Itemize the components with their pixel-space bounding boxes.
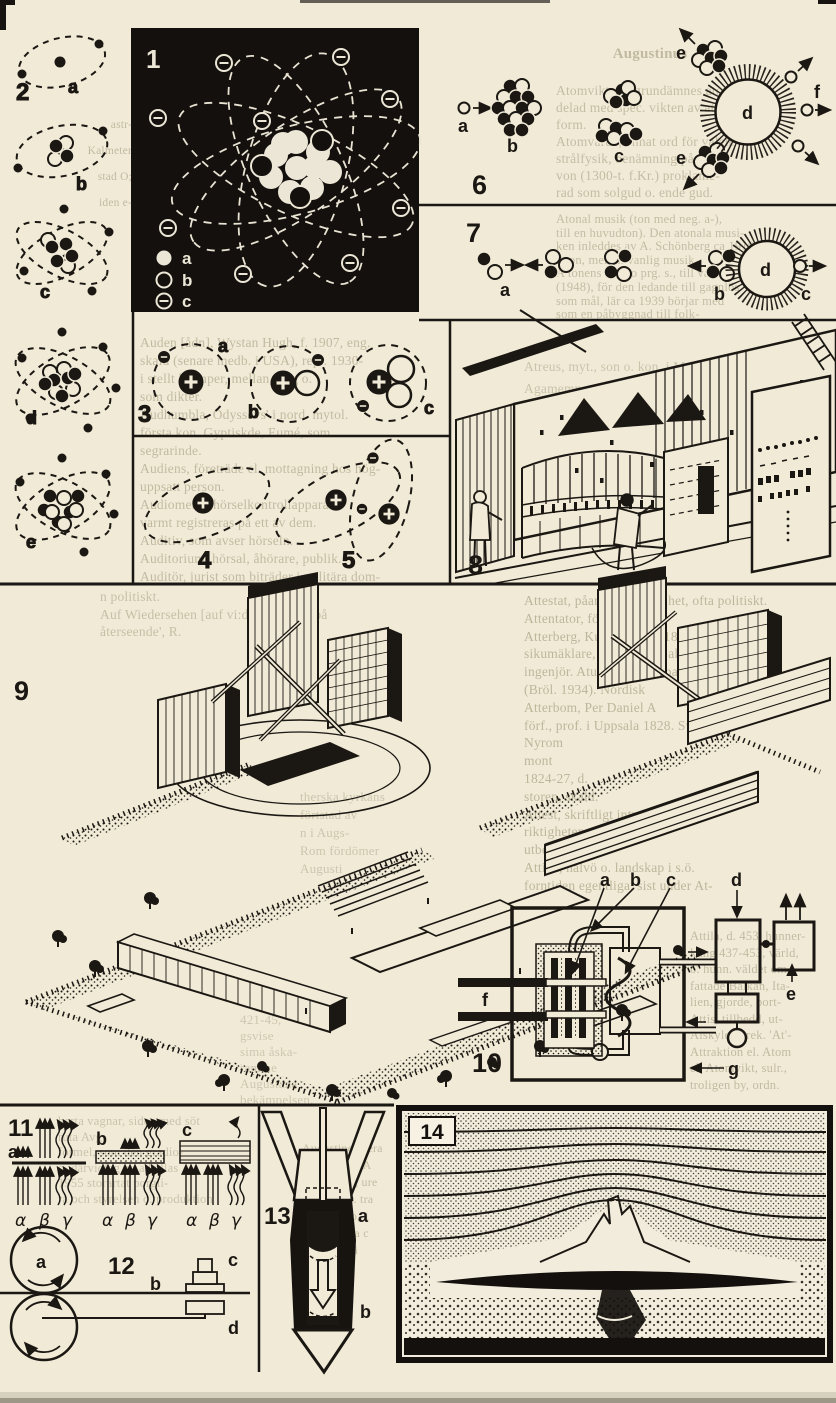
figure-9-plant-complex: 9	[14, 566, 831, 1105]
figure-14-explosion-section: 14	[396, 1105, 833, 1363]
figure-6-fission: 6 a b c d e e f	[457, 27, 833, 200]
figure-1-atom-model: 1 a b c	[131, 28, 422, 312]
figure-13-label-a: a	[358, 1206, 369, 1226]
figure-12-rollers: 12 a b c d	[0, 1225, 250, 1362]
figure-9-number: 9	[14, 676, 29, 706]
figure-8-reactor-hall: 8	[454, 309, 836, 585]
figure-2-label-e: e	[26, 532, 36, 552]
figure-10-label-b: b	[630, 870, 641, 890]
figure-11-label-c: c	[182, 1120, 192, 1140]
figure-5-molecule: 5	[274, 438, 414, 575]
figure-10-label-c: c	[666, 870, 676, 890]
figure-7-label-b: b	[714, 284, 725, 304]
figure-6-label-d: d	[742, 103, 753, 123]
figure-12-label-d: d	[228, 1318, 239, 1338]
figure-10-label-d: d	[731, 870, 742, 890]
figure-12-label-a: a	[36, 1252, 47, 1272]
figure-4-number: 4	[198, 547, 212, 574]
figure-1-legend-a: a	[182, 249, 192, 268]
panel-rules	[0, 203, 836, 1372]
figure-6-label-e2: e	[676, 148, 686, 168]
fig11b-gamma: γ	[147, 1211, 158, 1231]
figure-10-label-e: e	[786, 984, 796, 1004]
figure-1-number: 1	[146, 44, 160, 74]
figure-7-number: 7	[466, 218, 481, 248]
fig11c-beta: β	[208, 1211, 220, 1231]
figure-2-atom-series: 2 a b c d e	[13, 35, 121, 557]
figure-10-reactor-schematic: a b c d e f g 10	[458, 870, 816, 1082]
figure-2-label-c: c	[40, 282, 50, 302]
figure-2-label-d: d	[26, 408, 37, 428]
figure-7-fusion: 7 a b c d	[466, 218, 828, 311]
figure-13-bomb-cutaway: 13 a b	[260, 1107, 386, 1375]
figure-3-number: 3	[138, 401, 151, 428]
figure-11-number: 11	[8, 1115, 33, 1142]
figure-7-label-a: a	[500, 280, 511, 300]
figure-3-atoms: 3 a b c	[138, 336, 435, 429]
fig11a-alpha: α	[15, 1211, 26, 1231]
figure-6-label-a: a	[458, 116, 469, 136]
figure-5-number: 5	[342, 547, 355, 574]
figure-6-label-f: f	[814, 82, 821, 102]
fig11c-gamma: γ	[231, 1211, 242, 1231]
figure-11-label-b: b	[96, 1129, 107, 1149]
figure-13-number: 13	[264, 1203, 291, 1230]
fig11a-gamma: γ	[62, 1211, 73, 1231]
figure-10-label-a: a	[600, 870, 611, 890]
figure-2-label-b: b	[76, 174, 87, 194]
bleed-text-header: Augustinus	[612, 46, 688, 62]
bleed-text-mid-right: Atonal musik (ton med neg. a-), till en …	[556, 212, 758, 322]
figure-6-number: 6	[472, 170, 487, 200]
figure-3-label-a: a	[218, 336, 229, 356]
figure-13-label-b: b	[360, 1302, 371, 1322]
figure-3-label-b: b	[248, 402, 259, 422]
figure-10-number: 10	[472, 1048, 502, 1078]
figure-12-label-c: c	[228, 1250, 238, 1270]
figure-1-legend-b: b	[182, 271, 192, 290]
bleed-text-left-strip: astr- Kalmeter stad O; iden e-	[87, 119, 132, 209]
figure-12-number: 12	[108, 1253, 135, 1280]
figure-6-label-b: b	[507, 136, 518, 156]
figure-2-number: 2	[16, 79, 29, 106]
figure-4-ion: 4	[143, 466, 271, 575]
figure-11-radiation: 11 a b c α β γ α β γ α β γ	[8, 1115, 251, 1231]
figure-10-label-g: g	[728, 1059, 739, 1079]
fig11b-beta: β	[124, 1211, 136, 1231]
bleed-text-left-mid: Auden [ådn], Wystan Hugh, f. 1907, eng. …	[140, 335, 381, 584]
figure-6-label-c: c	[614, 146, 624, 166]
fig11c-alpha: α	[186, 1211, 197, 1231]
figure-1-legend-c: c	[182, 292, 191, 311]
figure-6-label-e1: e	[676, 43, 686, 63]
figure-11-label-a: a	[8, 1142, 19, 1162]
figure-12-label-b: b	[150, 1274, 161, 1294]
figure-3-label-c: c	[424, 398, 434, 418]
figure-7-label-c: c	[801, 284, 811, 304]
fig11b-alpha: α	[102, 1211, 113, 1231]
figure-7-label-d: d	[760, 260, 771, 280]
figure-2-label-a: a	[68, 77, 79, 97]
figure-14-number: 14	[420, 1121, 444, 1144]
figure-10-label-f: f	[482, 990, 489, 1010]
figure-8-number: 8	[468, 550, 483, 580]
